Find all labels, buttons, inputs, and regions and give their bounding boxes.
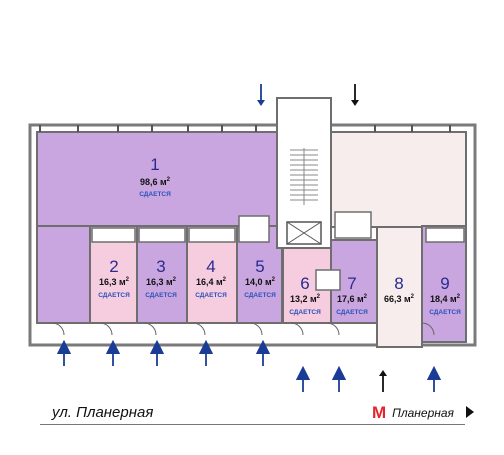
room-8-area[interactable] [376, 226, 423, 348]
room-9-area-label: 18,4 м2 [430, 294, 461, 304]
wall-ticks [39, 125, 451, 132]
room-3-area-label: 16,3 м2 [146, 277, 177, 287]
room-8-upper [330, 131, 467, 228]
room-7-area-label: 17,6 м2 [337, 294, 368, 304]
room-labels: 1 98,6 м2 СДАЕТСЯ 2 16,3 м2 СДАЕТСЯ 3 16… [98, 155, 461, 316]
stairs [290, 148, 318, 205]
room-2-status: СДАЕТСЯ [98, 292, 130, 299]
room-8-number: 8 [394, 274, 403, 293]
room-9-number: 9 [440, 274, 449, 293]
room-9-status: СДАЕТСЯ [429, 309, 461, 316]
street-name: ул. Планерная [52, 404, 154, 421]
room-1-lower [36, 225, 91, 324]
bathrooms [91, 211, 465, 291]
metro-m-icon: M [372, 403, 387, 422]
metro-station: Планерная [392, 405, 454, 420]
room-9-area[interactable] [421, 225, 467, 343]
room-1-status: СДАЕТСЯ [139, 191, 171, 198]
room-3-number: 3 [156, 257, 165, 276]
room-6-number: 6 [300, 274, 309, 293]
door-arcs [51, 322, 435, 336]
room-7-status: СДАЕТСЯ [336, 309, 368, 316]
room-5-number: 5 [255, 257, 264, 276]
room-4-status: СДАЕТСЯ [195, 292, 227, 299]
metro-label: M Планерная [372, 404, 454, 421]
room-2-number: 2 [109, 257, 118, 276]
room-6-status: СДАЕТСЯ [289, 309, 321, 316]
room-1-area-label: 98,6 м2 [140, 177, 171, 187]
room-5-status: СДАЕТСЯ [244, 292, 276, 299]
room-1-number: 1 [150, 155, 159, 174]
room-3-status: СДАЕТСЯ [145, 292, 177, 299]
room-4-number: 4 [206, 257, 215, 276]
room-2-area-label: 16,3 м2 [99, 277, 130, 287]
room-5-area-label: 14,0 м2 [245, 277, 276, 287]
room-8-area-label: 66,3 м2 [384, 294, 415, 304]
room-7-number: 7 [347, 274, 356, 293]
room-4-area-label: 16,4 м2 [196, 277, 227, 287]
entrance-arrows [56, 339, 442, 392]
room-6-area-label: 13,2 м2 [290, 294, 321, 304]
metro-direction-arrow-icon [466, 406, 474, 418]
street-line [40, 424, 465, 425]
